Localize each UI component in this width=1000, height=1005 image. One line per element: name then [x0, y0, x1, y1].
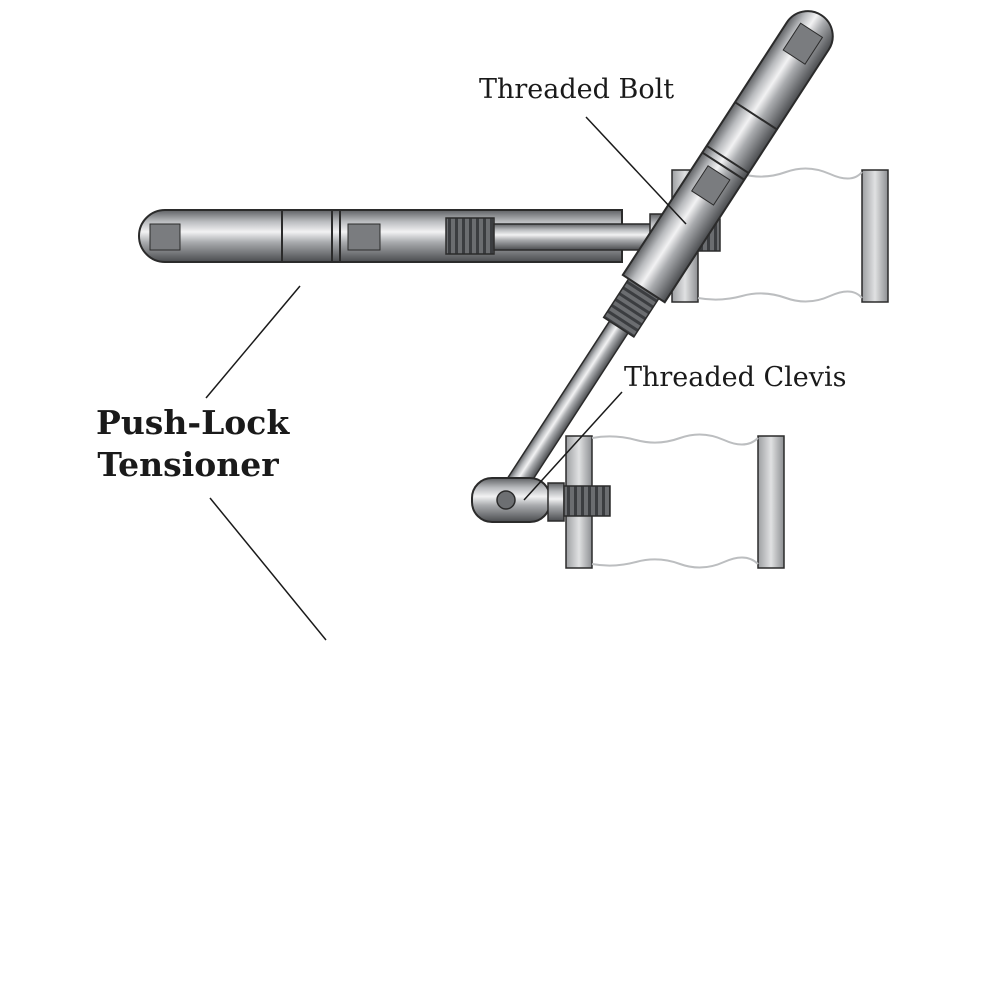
- leader-push-lock-top: [205, 285, 301, 399]
- top-tensioner: [138, 209, 721, 263]
- label-push-lock-line1: Push-Lock: [96, 403, 290, 442]
- leader-threaded-bolt: [585, 116, 687, 225]
- label-push-lock-line2: Tensioner: [97, 445, 279, 484]
- leader-lines: [205, 116, 687, 641]
- label-threaded-clevis: Threaded Clevis: [624, 362, 847, 393]
- leader-threaded-clevis: [523, 391, 623, 501]
- label-threaded-bolt: Threaded Bolt: [479, 74, 675, 105]
- label-push-lock-tensioner: Push-Lock Tensioner: [96, 402, 290, 486]
- leader-push-lock-bottom: [209, 497, 327, 641]
- clevis: [471, 477, 611, 523]
- bottom-tensioner: [504, 10, 834, 494]
